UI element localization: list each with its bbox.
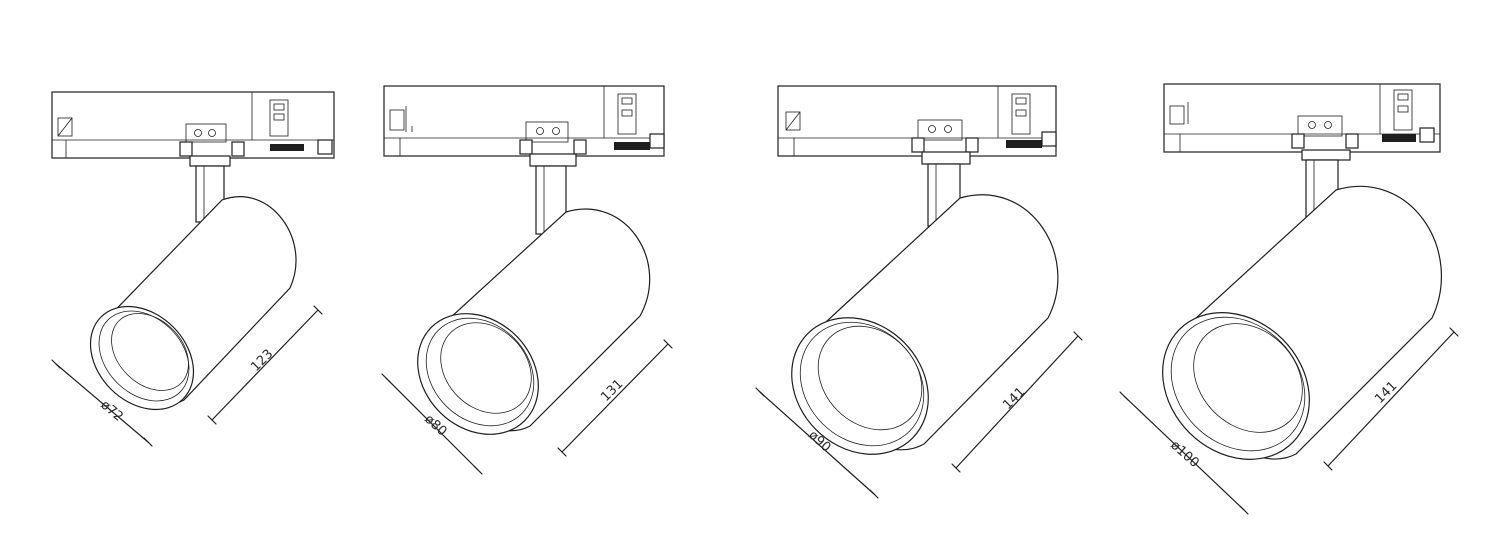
spotlight-1: ø72 123 — [51, 91, 335, 447]
length-label-4: 141 — [1372, 379, 1400, 407]
lamp-body-3 — [791, 194, 1059, 455]
diameter-label-1: ø72 — [97, 398, 125, 425]
lamp-body-4 — [1162, 185, 1442, 460]
spotlight-3: ø90 141 — [755, 85, 1083, 499]
diameter-label-4: ø100 — [1167, 438, 1201, 471]
lamp-body-2 — [417, 208, 651, 435]
length-label-3: 141 — [1000, 385, 1028, 413]
track-adapter-2 — [383, 85, 665, 167]
spotlight-2: ø80 131 — [381, 85, 673, 475]
mounting-arm-2 — [535, 165, 567, 235]
track-adapter-4 — [1163, 83, 1441, 161]
track-adapter-3 — [777, 85, 1057, 165]
length-label-1: 123 — [248, 347, 276, 375]
length-label-2: 131 — [598, 377, 626, 405]
mounting-arm-4 — [1305, 159, 1339, 219]
track-adapter-1 — [51, 91, 335, 167]
lamp-body-1 — [89, 196, 297, 411]
spotlight-4: ø100 141 — [1119, 83, 1459, 515]
